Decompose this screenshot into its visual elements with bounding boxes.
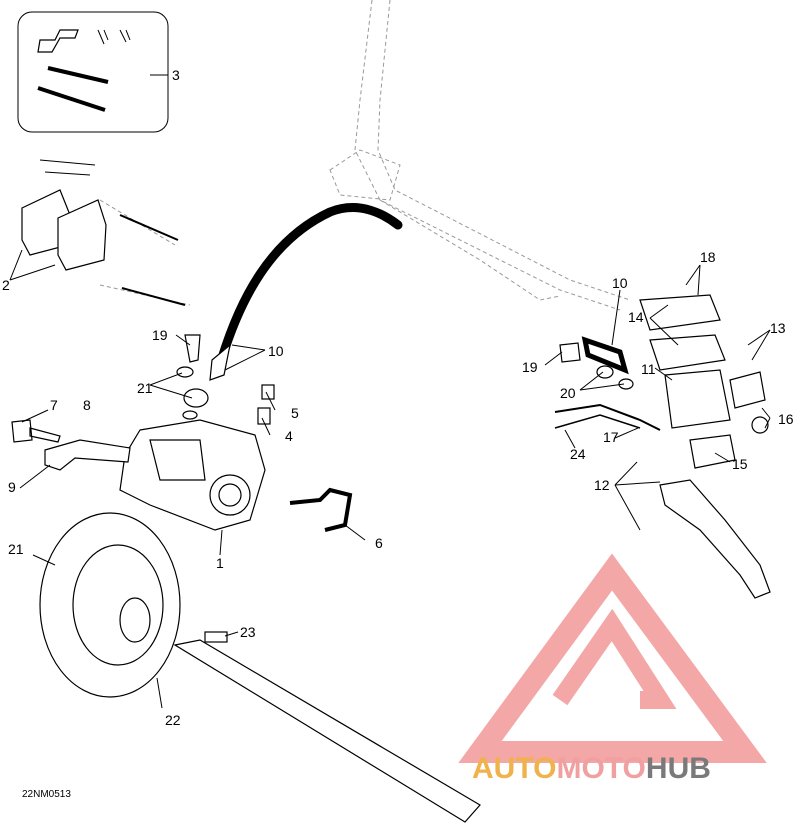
caliper xyxy=(119,419,266,531)
leader-lines xyxy=(9,249,771,709)
callout-18: 18 xyxy=(700,249,716,265)
callout-10-right: 10 xyxy=(612,275,628,291)
handlebar-outline xyxy=(329,0,631,311)
kit-inset xyxy=(17,11,169,133)
callout-4: 4 xyxy=(285,428,293,444)
callout-22: 22 xyxy=(165,712,181,728)
callout-19-left: 19 xyxy=(152,327,168,343)
bracket xyxy=(44,439,131,471)
watermark-text: AUTOMOTOHUB xyxy=(472,752,711,785)
callout-11: 11 xyxy=(641,361,656,377)
diagram-code: 22NM0513 xyxy=(22,789,71,800)
callout-5: 5 xyxy=(291,405,299,421)
master-cylinder xyxy=(639,294,769,469)
callout-20: 20 xyxy=(560,385,576,401)
bolt xyxy=(11,419,61,443)
watermark-logo xyxy=(458,553,767,763)
brake-hose xyxy=(217,203,403,363)
callout-15: 15 xyxy=(732,456,748,472)
callout-2: 2 xyxy=(2,277,10,293)
callout-6: 6 xyxy=(375,535,383,551)
callout-7: 7 xyxy=(50,397,58,413)
callout-14: 14 xyxy=(628,309,644,325)
watermark-auto: AUTO xyxy=(472,752,556,785)
callout-8: 8 xyxy=(83,397,91,413)
callout-1: 1 xyxy=(216,555,224,571)
brake-lever xyxy=(659,479,771,599)
callout-19-right: 19 xyxy=(522,359,538,375)
callout-17: 17 xyxy=(603,429,619,445)
callout-16: 16 xyxy=(778,411,794,427)
watermark-hub: HUB xyxy=(646,752,711,785)
callout-23: 23 xyxy=(240,624,256,640)
watermark-moto: MOTO xyxy=(556,752,645,785)
callout-21-lower: 21 xyxy=(8,541,24,557)
drive-shaft xyxy=(173,639,481,823)
brake-disc xyxy=(39,512,181,698)
callout-24: 24 xyxy=(570,446,586,462)
callout-21-upper: 21 xyxy=(137,380,153,396)
callout-12: 12 xyxy=(594,477,610,493)
callout-10-left: 10 xyxy=(268,343,284,359)
callout-13: 13 xyxy=(770,320,786,336)
callout-9: 9 xyxy=(8,479,16,495)
brake-pads xyxy=(21,159,191,306)
callout-3: 3 xyxy=(172,67,180,83)
